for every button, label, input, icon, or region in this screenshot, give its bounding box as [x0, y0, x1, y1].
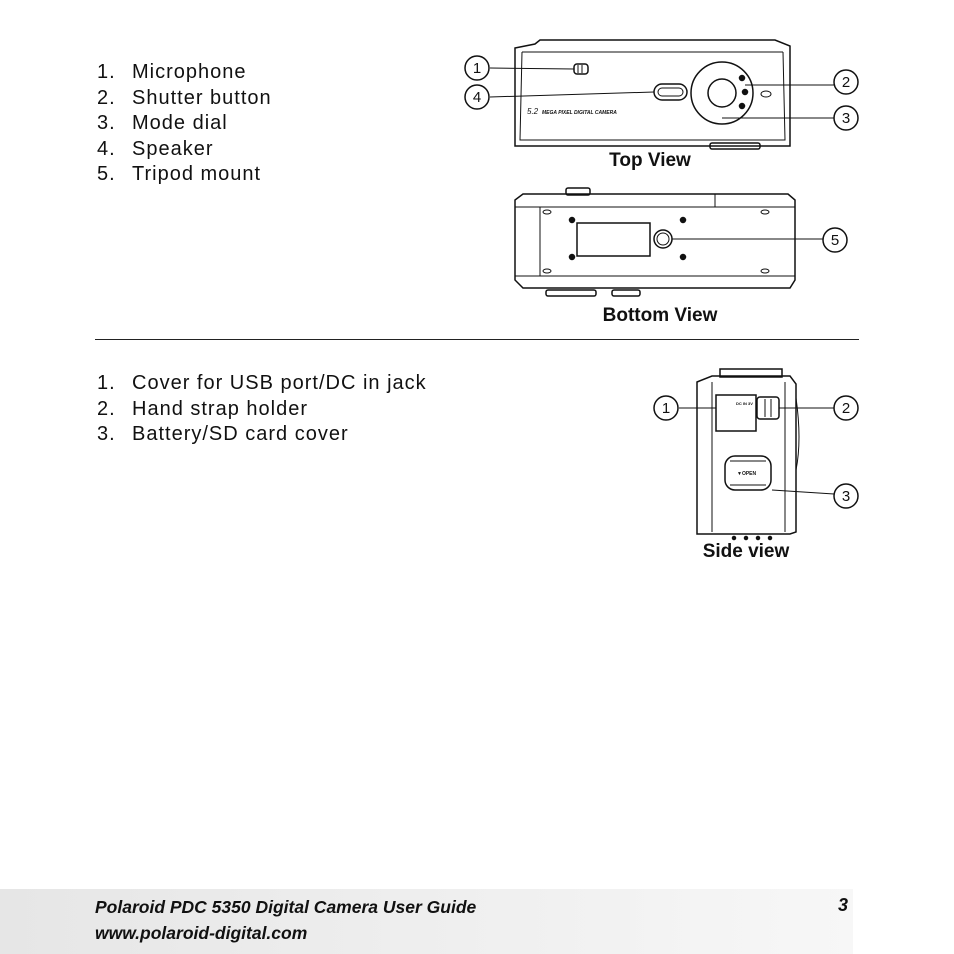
- page-number: 3: [838, 895, 849, 915]
- bottom-panel: [576, 222, 651, 257]
- list-item: 3.Mode dial: [97, 111, 272, 137]
- list-item: 1.Microphone: [97, 60, 272, 86]
- strap-holder: [756, 396, 780, 420]
- cover-text: DC IN 3V: [736, 401, 753, 406]
- list-item: 5.Tripod mount: [97, 162, 272, 188]
- footer-title: Polaroid PDC 5350 Digital Camera User Gu…: [95, 897, 477, 917]
- usb-dc-cover: [715, 394, 757, 432]
- door-text: ▼OPEN: [737, 471, 757, 477]
- footer-bar: [0, 889, 853, 954]
- callout-2-side: 2: [842, 400, 850, 417]
- list-item-label: Tripod mount: [132, 163, 262, 185]
- callout-1-side: 1: [662, 400, 670, 417]
- model-subtext: MEGA PIXEL DIGITAL CAMERA: [542, 110, 617, 116]
- list-item-label: Battery/SD card cover: [132, 423, 349, 445]
- list-item: 2.Shutter button: [97, 86, 272, 112]
- side-view-camera: [696, 368, 800, 541]
- callout-2-top: 2: [842, 74, 850, 91]
- model-number: 5.2: [527, 107, 539, 116]
- section-divider: [95, 339, 859, 340]
- footer-url[interactable]: www.polaroid-digital.com: [95, 923, 308, 943]
- list-item-label: Cover for USB port/DC in jack: [132, 372, 427, 394]
- list-item-label: Shutter button: [132, 86, 272, 109]
- callout-4-top: 4: [473, 89, 481, 106]
- leader-lines: [489, 67, 835, 495]
- microphone-icon: [573, 63, 589, 75]
- callout-3-top: 3: [842, 110, 850, 127]
- list-item: 2.Hand strap holder: [97, 397, 427, 423]
- callout-5-bottom: 5: [831, 232, 839, 249]
- list-item-label: Speaker: [132, 137, 214, 160]
- list-item: 4.Speaker: [97, 137, 272, 163]
- list-item-label: Hand strap holder: [132, 397, 308, 420]
- list-item-label: Mode dial: [132, 112, 228, 134]
- mode-dial: [690, 61, 754, 125]
- parts-list-top-bottom: 1.Microphone 2.Shutter button 3.Mode dia…: [97, 60, 272, 188]
- list-item-label: Microphone: [132, 61, 247, 83]
- list-item: 3.Battery/SD card cover: [97, 422, 427, 448]
- callout-1-top: 1: [473, 60, 481, 77]
- bottom-view-caption: Bottom View: [602, 305, 718, 326]
- top-view-caption: Top View: [609, 150, 691, 171]
- parts-list-side: 1.Cover for USB port/DC in jack 2.Hand s…: [97, 371, 427, 448]
- battery-sd-door: [724, 455, 772, 491]
- shutter-button: [653, 83, 688, 101]
- side-view-caption: Side view: [702, 541, 790, 562]
- list-item: 1.Cover for USB port/DC in jack: [97, 371, 427, 397]
- bottom-view-camera: [514, 187, 796, 297]
- callout-3-side: 3: [842, 488, 850, 505]
